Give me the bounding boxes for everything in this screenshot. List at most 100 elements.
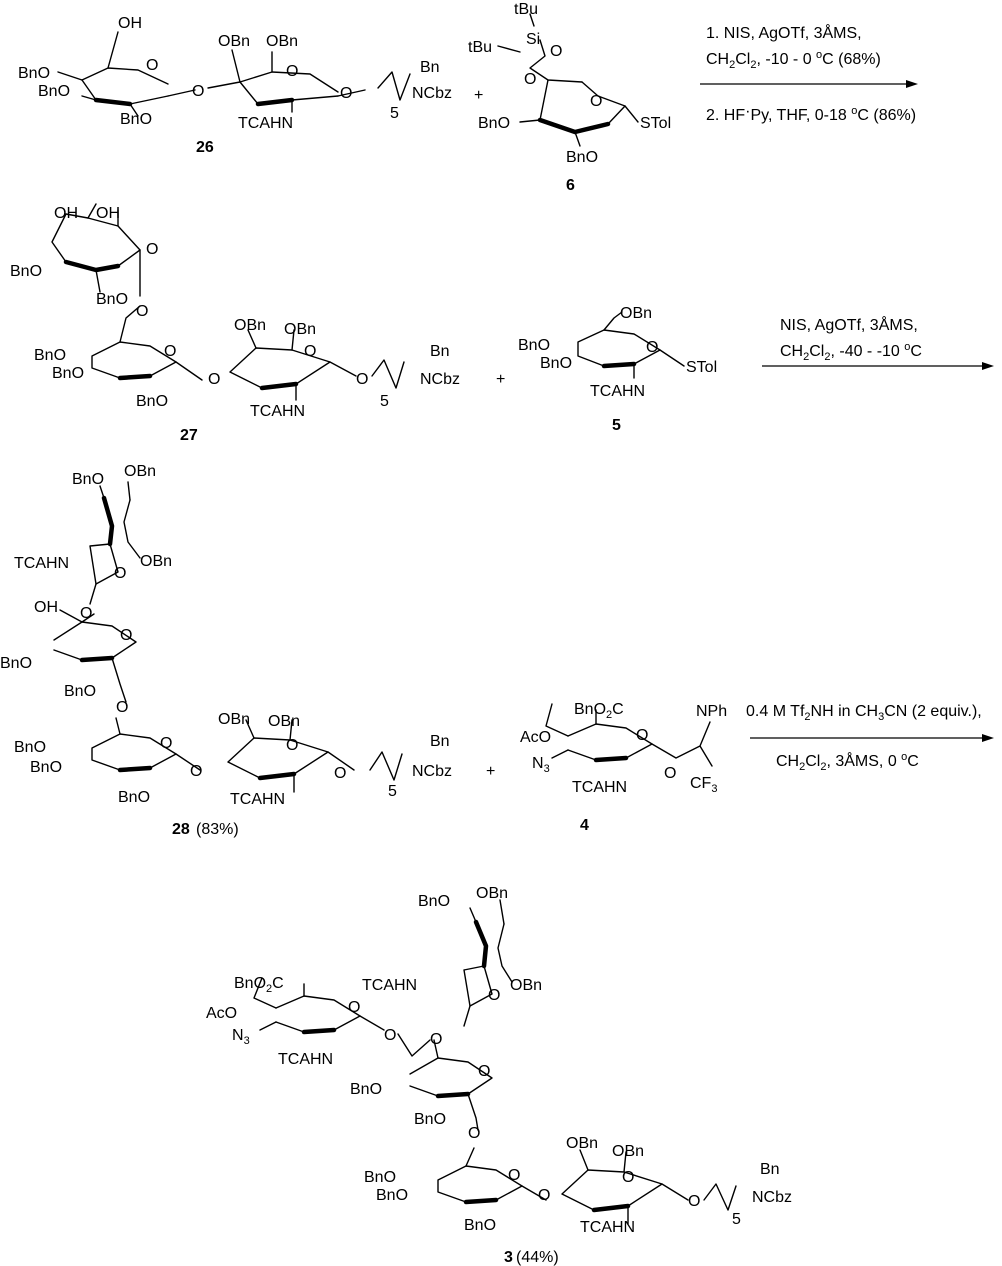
benzyloxy-label: BnO [30, 759, 62, 776]
reaction-step-1: 1. NIS, AgOTf, 3ÅMS, CH2Cl2, -10 - 0 oC … [700, 23, 918, 124]
benzyloxy-label: BnO [38, 83, 70, 100]
tcahn-label: TCAHN [572, 779, 627, 796]
stol-label: STol [686, 359, 717, 376]
benzyloxy-label: BnO [52, 365, 84, 382]
benzyloxy-label: OBn [218, 33, 250, 50]
compound-27-structure [51, 203, 405, 401]
ring-oxygen-label: O [304, 343, 316, 360]
trifluoromethyl-label: CF3 [690, 775, 717, 795]
arrow-head-icon [982, 734, 994, 742]
glycosidic-oxygen-label: O [208, 371, 220, 388]
step-2-condition-1: NIS, AgOTf, 3ÅMS, [780, 315, 918, 334]
ncbz-label: NCbz [412, 763, 452, 780]
ring-oxygen-label: O [286, 63, 298, 80]
step-2-condition-2: CH2Cl2, -40 - -10 oC [780, 341, 922, 363]
tcahn-label: TCAHN [362, 977, 417, 994]
glycosidic-oxygen-label: O [190, 763, 202, 780]
glycosidic-oxygen-label: O [192, 83, 204, 100]
compound-27-label: 27 [180, 427, 198, 444]
ring-oxygen-label: O [488, 987, 500, 1004]
compound-6-label: 6 [566, 177, 575, 194]
hydroxyl-label: OH [34, 599, 58, 616]
benzyloxy-label: OBn [620, 305, 652, 322]
ring-oxygen-label: O [146, 57, 158, 74]
benzyl-ester-label: BnO2C [574, 701, 624, 721]
reaction-step-3: 0.4 M Tf2NH in CH3CN (2 equiv.), CH2Cl2,… [746, 703, 994, 773]
benzyloxy-label: OBn [566, 1135, 598, 1152]
tcahn-label: TCAHN [14, 555, 69, 572]
anomeric-oxygen-label: O [468, 1125, 480, 1142]
benzyloxy-label: OBn [234, 317, 266, 334]
glycosidic-oxygen-label: O [538, 1187, 550, 1204]
step-1-condition-2: CH2Cl2, -10 - 0 oC (68%) [706, 49, 881, 71]
compound-5-structure [577, 311, 685, 379]
compound-28-structure [53, 481, 403, 793]
ncbz-label: NCbz [752, 1189, 792, 1206]
benzyloxy-label: BnO [0, 655, 32, 672]
benzyloxy-label: BnO [72, 471, 104, 488]
benzyloxy-label: BnO [18, 65, 50, 82]
benzyloxy-label: OBn [510, 977, 542, 994]
anomeric-oxygen-label: O [116, 699, 128, 716]
benzyloxy-label: BnO [10, 263, 42, 280]
compound-6-structure [497, 13, 639, 147]
benzyloxy-label: BnO [418, 893, 450, 910]
benzyloxy-label: BnO [96, 291, 128, 308]
hydroxyl-label: OH [54, 205, 78, 222]
benzyl-label: Bn [420, 59, 440, 76]
compound-28-label: 28 [172, 821, 190, 838]
compound-5-label: 5 [612, 417, 621, 434]
benzyloxy-label: BnO [350, 1081, 382, 1098]
tcahn-label: TCAHN [278, 1051, 333, 1068]
step-3-condition-2: CH2Cl2, 3ÅMS, 0 oC [776, 751, 919, 773]
ring-oxygen-label: O [508, 1167, 520, 1184]
silyl-oxygen-label: O [550, 43, 562, 60]
tert-butyl-label: tBu [468, 39, 492, 56]
benzyloxy-label: OBn [124, 463, 156, 480]
ring-oxygen-label: O [590, 93, 602, 110]
step-1-condition-3: 2. HF·Py, THF, 0-18 oC (86%) [706, 103, 916, 124]
ring-oxygen-label: O [114, 565, 126, 582]
linker-oxygen-label: O [340, 85, 352, 102]
compound-28-yield: (83%) [196, 821, 239, 838]
chain-count-label: 5 [380, 393, 389, 410]
linker-oxygen-label: O [688, 1193, 700, 1210]
benzyloxy-label: BnO [518, 337, 550, 354]
step-3-condition-1: 0.4 M Tf2NH in CH3CN (2 equiv.), [746, 703, 982, 723]
benzyloxy-label: OBn [268, 713, 300, 730]
compound-3-yield: (44%) [516, 1249, 559, 1266]
compound-3-label: 3 [504, 1249, 513, 1266]
step-1-condition-1: 1. NIS, AgOTf, 3ÅMS, [706, 23, 862, 42]
benzyloxy-label: BnO [376, 1187, 408, 1204]
silicon-label: Si [526, 31, 540, 48]
glycosidic-oxygen-label: O [430, 1031, 442, 1048]
benzyloxy-label: BnO [414, 1111, 446, 1128]
benzyloxy-label: BnO [14, 739, 46, 756]
ring-oxygen-label: O [478, 1063, 490, 1080]
anomeric-oxygen-label: O [664, 765, 676, 782]
azide-label: N3 [232, 1027, 250, 1047]
plus-sign: + [486, 763, 495, 780]
benzyloxy-label: BnO [34, 347, 66, 364]
benzyloxy-label: BnO [566, 149, 598, 166]
glycosidic-oxygen-label: O [80, 605, 92, 622]
ring-oxygen-label: O [120, 627, 132, 644]
arrow-head-icon [982, 362, 994, 370]
tcahn-label: TCAHN [580, 1219, 635, 1236]
benzyloxy-label: BnO [136, 393, 168, 410]
tert-butyl-label: tBu [514, 1, 538, 18]
ring-oxygen-label: O [646, 339, 658, 356]
tcahn-label: TCAHN [250, 403, 305, 420]
benzyloxy-label: BnO [464, 1217, 496, 1234]
plus-sign: + [474, 87, 483, 104]
ring-oxygen-label: O [348, 999, 360, 1016]
stol-label: STol [640, 115, 671, 132]
ncbz-label: NCbz [420, 371, 460, 388]
benzyloxy-label: BnO [364, 1169, 396, 1186]
benzyl-ester-label: BnO2C [234, 975, 284, 995]
benzyloxy-label: BnO [478, 115, 510, 132]
ncbz-label: NCbz [412, 85, 452, 102]
compound-26-structure [57, 31, 411, 117]
anomeric-oxygen-label: O [136, 303, 148, 320]
compound-26-label: 26 [196, 139, 214, 156]
